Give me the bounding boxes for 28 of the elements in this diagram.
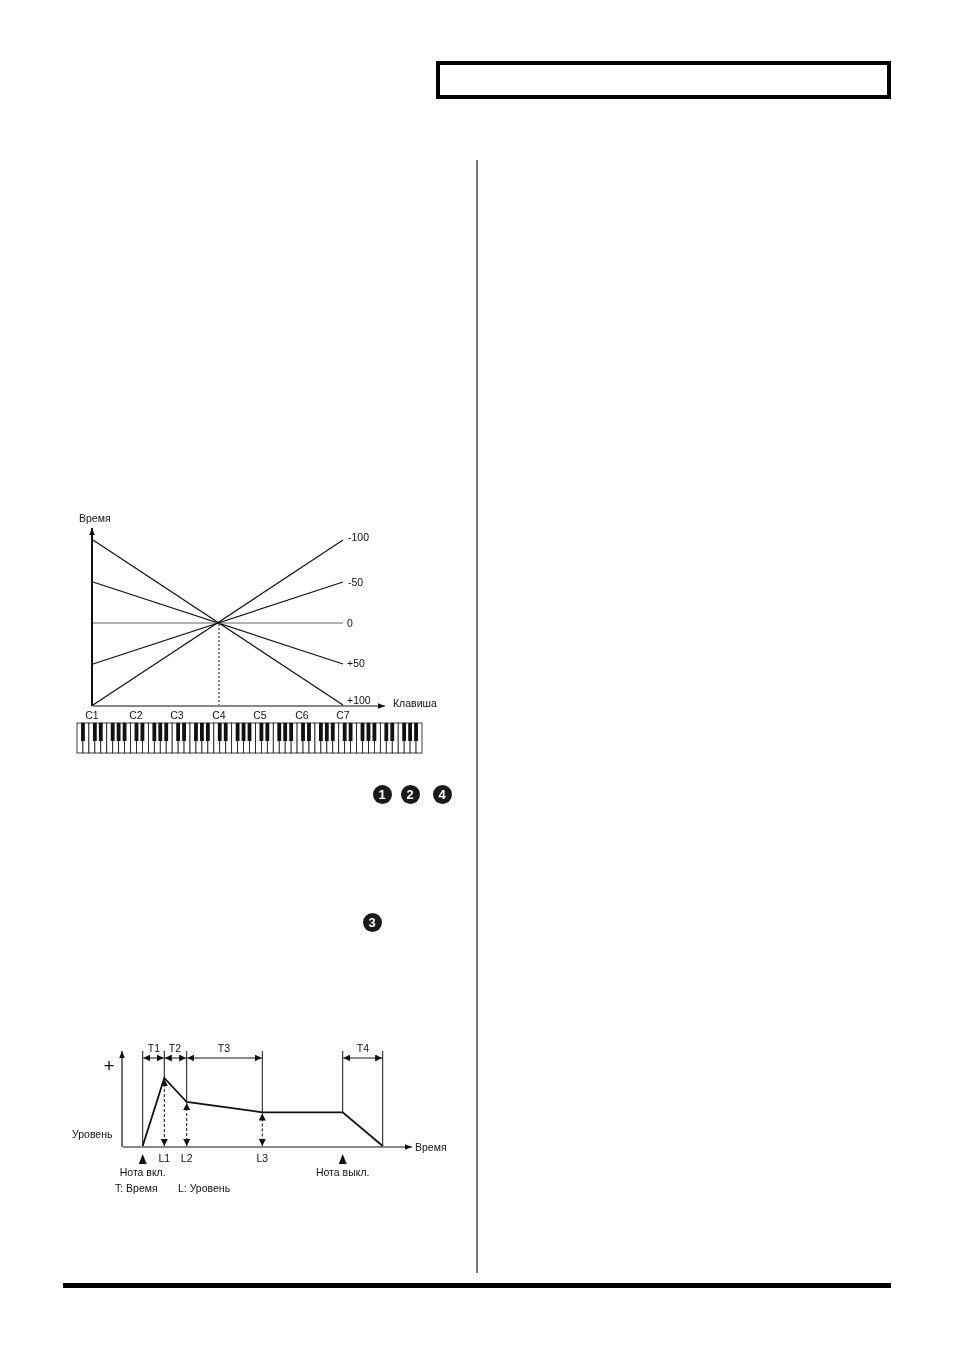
level-label: L3 bbox=[256, 1152, 269, 1164]
axis-label: Время bbox=[415, 1141, 447, 1153]
axis-label: Уровень bbox=[72, 1128, 113, 1140]
curve-label: -100 bbox=[348, 531, 369, 543]
callout-number: 2 bbox=[400, 784, 420, 804]
tick-label: C3 bbox=[170, 709, 184, 721]
tick-label: C4 bbox=[212, 709, 226, 721]
legend-note: L: Уровень bbox=[178, 1182, 231, 1194]
tick-label: C5 bbox=[253, 709, 267, 721]
tick-label: C2 bbox=[129, 709, 143, 721]
curve-label: -50 bbox=[348, 576, 364, 588]
axis-label: Время bbox=[79, 512, 111, 524]
callout-number: 1 bbox=[372, 784, 392, 804]
level-label: L2 bbox=[180, 1152, 193, 1164]
tick-label: C1 bbox=[85, 709, 99, 721]
callout-number: 3 bbox=[362, 912, 382, 932]
tick-label: C6 bbox=[295, 709, 309, 721]
callout-number: 4 bbox=[432, 784, 452, 804]
plus-sign: + bbox=[103, 1055, 115, 1075]
curve-label: +100 bbox=[347, 694, 371, 706]
axis-label: Клавиша bbox=[393, 697, 437, 709]
level-label: L1 bbox=[158, 1152, 171, 1164]
curve-label: +50 bbox=[347, 657, 365, 669]
tick-label: C7 bbox=[336, 709, 350, 721]
event-label: Нота вкл. bbox=[119, 1166, 166, 1178]
legend-note: T: Время bbox=[115, 1182, 158, 1194]
curve-label: 0 bbox=[347, 617, 353, 629]
event-label: Нота выкл. bbox=[315, 1166, 370, 1178]
